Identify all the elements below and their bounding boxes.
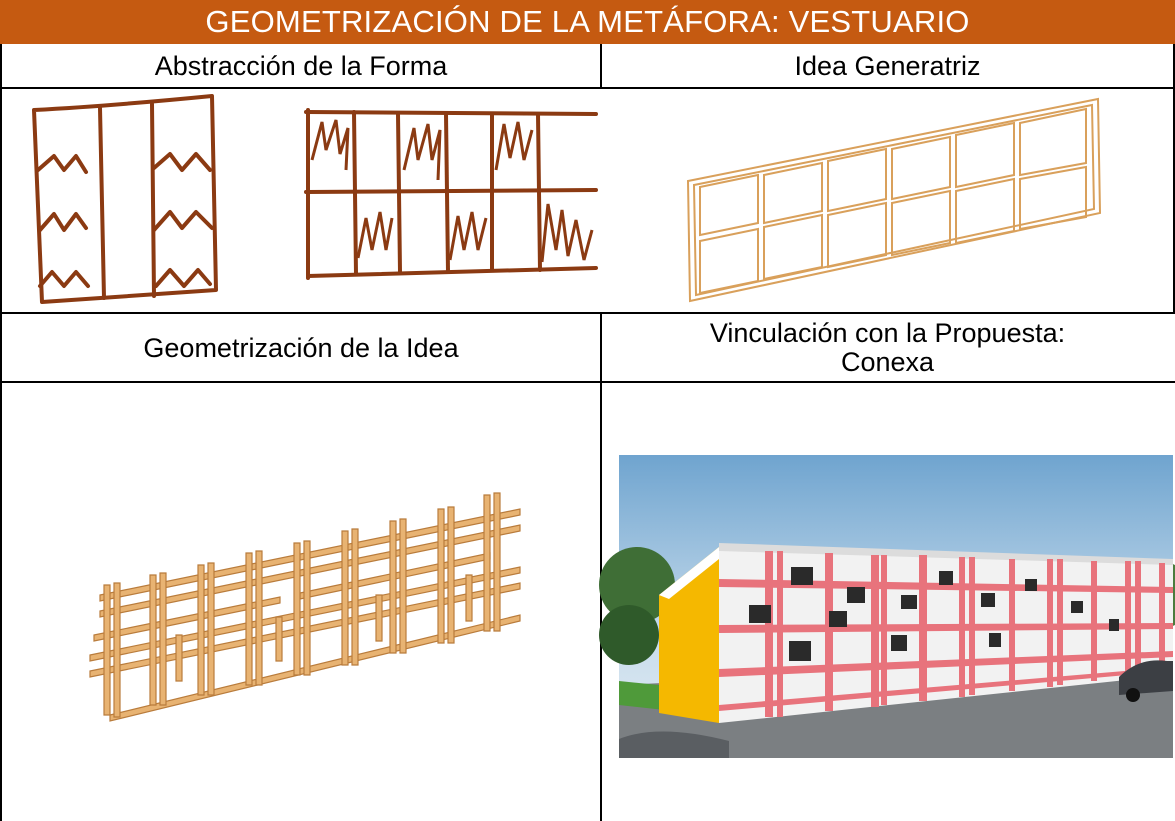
header-geometrizacion-idea: Geometrización de la Idea [143, 333, 459, 363]
header-vinculacion-propuesta: Vinculación con la Propuesta: Conexa [602, 314, 1173, 381]
grid-row-line-1 [0, 87, 1175, 89]
page-title: GEOMETRIZACIÓN DE LA METÁFORA: VESTUARIO [0, 0, 1175, 44]
grid-border-left [0, 44, 2, 821]
grid-row-line-2 [0, 312, 1175, 314]
grid-center-divider-top [600, 44, 602, 88]
grid-center-divider-bottom [600, 313, 602, 821]
sketch-vertical-panels [32, 94, 218, 304]
header-idea-generatriz: Idea Generatriz [794, 51, 981, 81]
header-abstraccion-forma: Abstracción de la Forma [154, 51, 448, 81]
header-vinculacion-line2: Conexa [840, 346, 935, 377]
grid-border-right [1173, 44, 1175, 314]
grid-row-line-3 [0, 381, 1175, 383]
idea-generatriz-frame [686, 97, 1102, 303]
building-render [599, 455, 1175, 758]
geometrizacion-lattice [89, 492, 521, 722]
sketch-hatched-grid [304, 108, 598, 280]
header-vinculacion-line1: Vinculación con la Propuesta: [709, 317, 1066, 348]
